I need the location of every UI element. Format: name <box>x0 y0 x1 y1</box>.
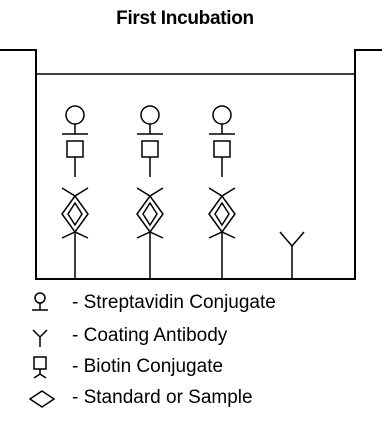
streptavidin-head-icon <box>65 105 85 125</box>
well-diagram <box>0 49 382 280</box>
diagram-title: First Incubation <box>116 8 254 29</box>
sample-diamond-inner <box>214 201 230 227</box>
antibody-complex-1 <box>61 105 89 279</box>
streptavidin-head-icon <box>212 105 232 125</box>
sample-diamond-outer <box>61 194 89 234</box>
legend-label: Standard or Sample <box>83 387 253 408</box>
legend-item-streptavidin: - Streptavidin Conjugate <box>0 290 390 318</box>
well-outline <box>0 49 382 280</box>
legend-label: Biotin Conjugate <box>83 356 224 377</box>
coating-antibody-icon <box>32 329 48 347</box>
coating-antibody <box>279 231 305 279</box>
streptavidin-conjugate-icon <box>32 292 48 311</box>
biotin-square-icon <box>213 140 231 158</box>
standard-or-sample-icon <box>28 390 56 408</box>
antibody-complex-2 <box>136 105 164 279</box>
streptavidin-head-icon <box>140 105 160 125</box>
biotin-square-icon <box>66 140 84 158</box>
sample-diamond-inner <box>67 201 83 227</box>
legend-item-coating-antibody: - Coating Antibody <box>0 323 390 351</box>
legend-label: Streptavidin Conjugate <box>83 292 276 313</box>
biotin-conjugate-icon <box>33 356 47 379</box>
legend-item-biotin: - Biotin Conjugate <box>0 354 390 382</box>
biotin-square-icon <box>141 140 159 158</box>
sample-diamond-inner <box>142 201 158 227</box>
antibody-complex-3 <box>208 105 236 279</box>
legend-item-standard-sample: - Standard or Sample <box>0 385 390 413</box>
sample-diamond-outer <box>208 194 236 234</box>
legend-label: Coating Antibody <box>83 325 228 346</box>
sample-diamond-outer <box>136 194 164 234</box>
